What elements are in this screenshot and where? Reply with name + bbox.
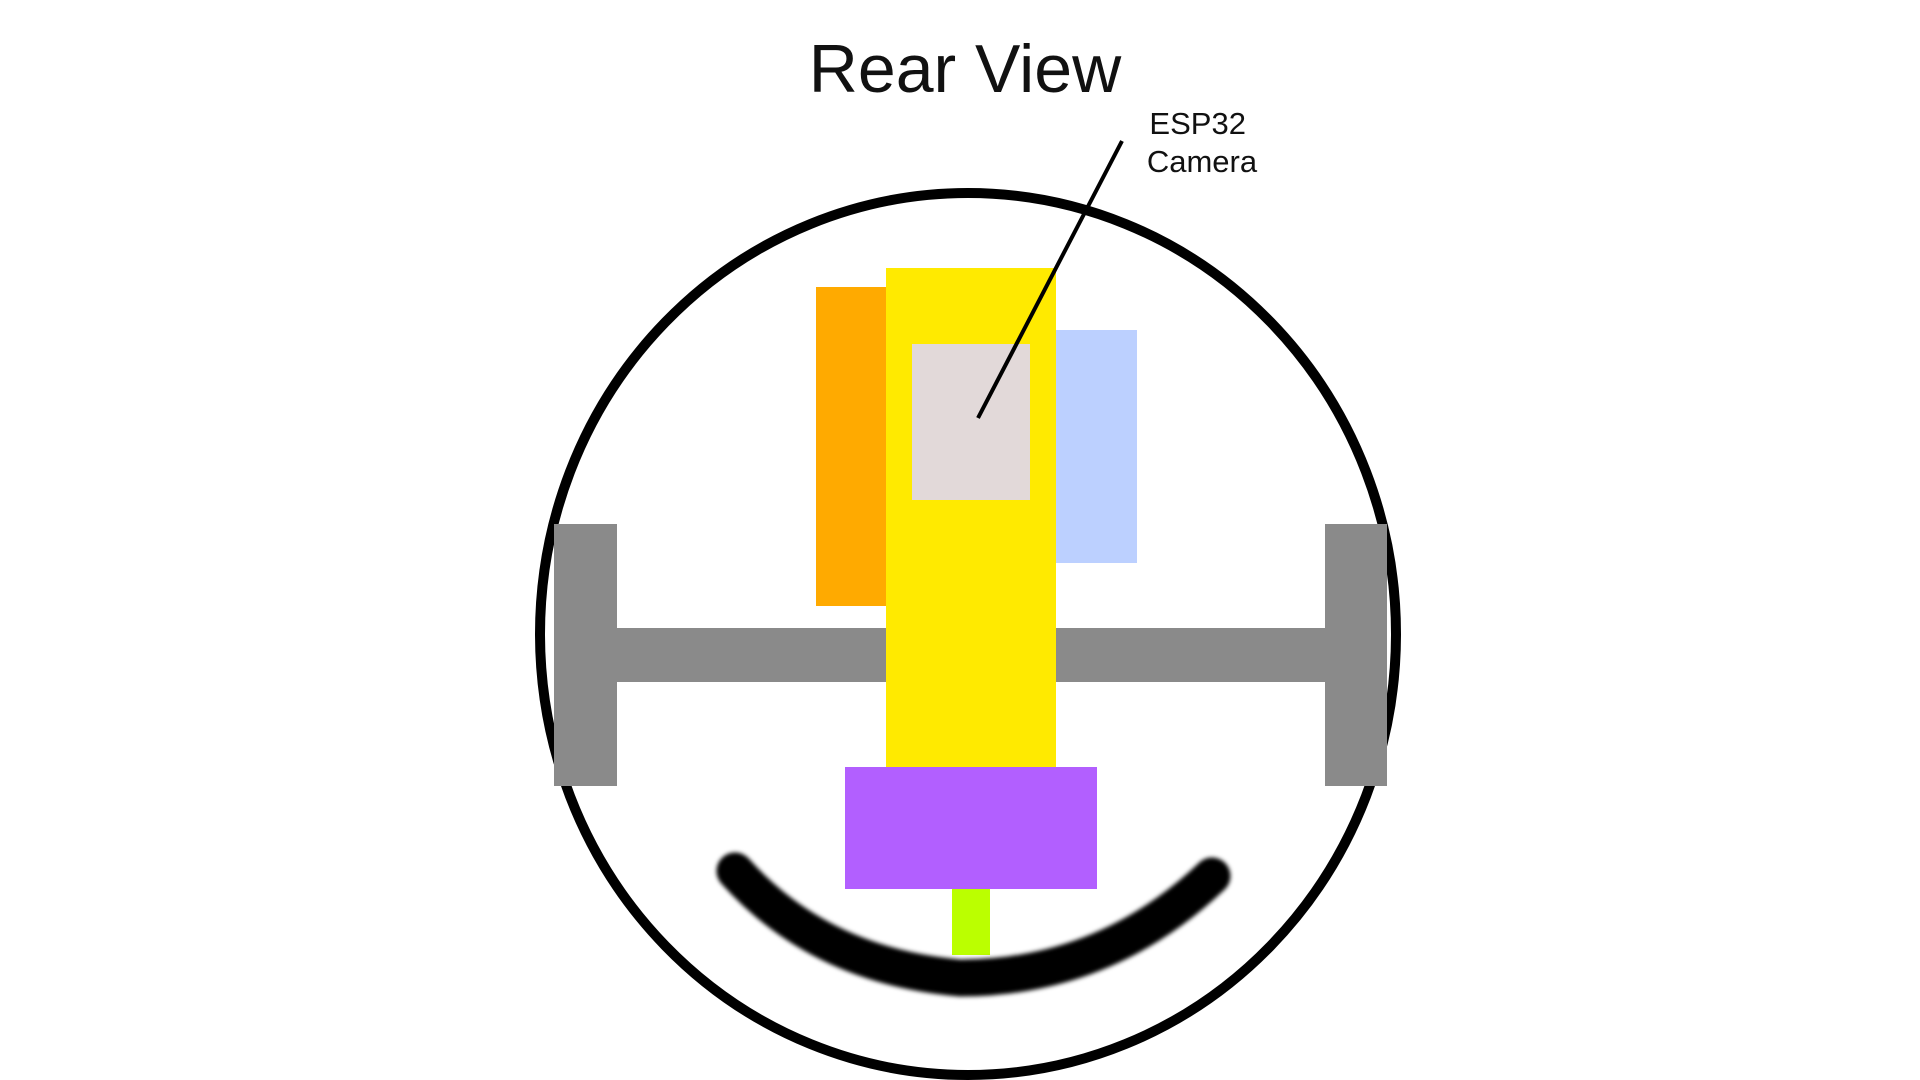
connector-stub bbox=[952, 889, 990, 955]
callout-leader-line bbox=[976, 140, 1124, 419]
callout-label: ESP32 Camera bbox=[1147, 106, 1258, 179]
diagram-title: Rear View bbox=[809, 31, 1122, 107]
main-board bbox=[886, 268, 1056, 768]
axle-bar-left bbox=[612, 628, 890, 682]
right-module bbox=[1055, 330, 1137, 563]
wheel-left bbox=[554, 524, 617, 786]
camera-module bbox=[912, 344, 1030, 500]
callout-label-line1: ESP32 bbox=[1149, 106, 1246, 141]
body-outline-circle bbox=[535, 188, 1401, 1080]
smile-arc bbox=[716, 852, 1231, 997]
axle-bar-right bbox=[1055, 628, 1330, 682]
callout-label-line2: Camera bbox=[1147, 144, 1258, 179]
left-module bbox=[816, 287, 889, 606]
bottom-module bbox=[845, 767, 1097, 889]
wheel-right bbox=[1325, 524, 1387, 786]
